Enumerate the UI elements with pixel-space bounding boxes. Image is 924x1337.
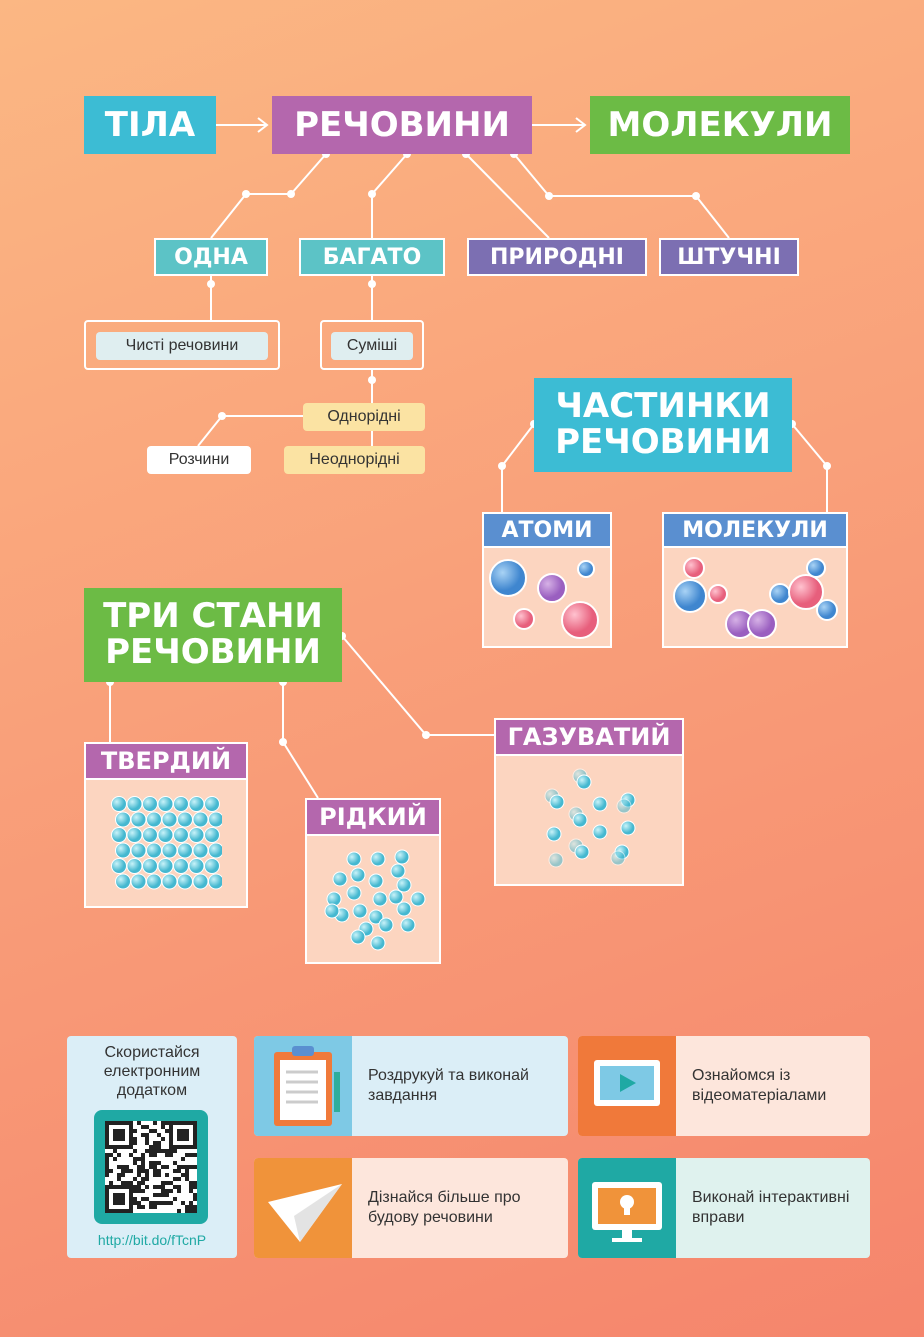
solid-title: ТВЕРДИЙ <box>84 742 248 780</box>
solid-particle <box>173 796 189 812</box>
card-learn-more[interactable]: Дізнайся більше про будову речовини <box>254 1158 568 1258</box>
qr-url[interactable]: http://bit.do/fTcnP <box>97 1232 207 1248</box>
solid-particle <box>115 873 131 890</box>
solid-particle <box>146 842 162 859</box>
solid-particle <box>115 811 131 828</box>
solid-particle <box>173 858 189 874</box>
solid-particle <box>157 827 174 843</box>
card-interactive[interactable]: Виконай інтерактивні вправи <box>578 1158 870 1258</box>
states-title: ТРИ СТАНИ РЕЧОВИНИ <box>84 588 342 682</box>
chip-rozchyny: Розчини <box>147 446 251 474</box>
solid-particle <box>142 858 158 874</box>
solid-particle <box>177 873 193 890</box>
particles-title: ЧАСТИНКИ РЕЧОВИНИ <box>534 378 792 472</box>
card-video-label: Ознайомся із відеоматеріалами <box>692 1067 827 1104</box>
solid-particle <box>130 842 147 859</box>
solid-particle <box>161 842 178 859</box>
solid-particle <box>142 827 158 843</box>
chip-chysti-rechovyny: Чисті речовини <box>96 332 268 360</box>
states-title-line2: РЕЧОВИНИ <box>105 632 321 672</box>
solid-particle <box>130 811 147 828</box>
solid-particle <box>157 796 174 812</box>
solid-particle <box>161 811 178 828</box>
frame-chysti <box>84 320 280 370</box>
solid-particle <box>208 873 222 890</box>
solid-particle <box>142 796 158 812</box>
molecules-title: МОЛЕКУЛИ <box>662 512 848 548</box>
lightbulb-screen-icon <box>578 1158 676 1258</box>
paper-plane-icon <box>254 1158 352 1258</box>
solid-particle <box>173 827 189 843</box>
card-print-task-label: Роздрукуй та виконай завдання <box>368 1067 529 1104</box>
card-video[interactable]: Ознайомся із відеоматеріалами <box>578 1036 870 1136</box>
solid-particle <box>192 873 209 890</box>
solid-particle <box>204 827 220 843</box>
chip-sumishi: Суміші <box>331 332 413 360</box>
solid-particle <box>126 858 143 874</box>
solid-particle <box>111 858 127 874</box>
liquid-title: РІДКИЙ <box>305 798 441 836</box>
gas-title: ГАЗУВАТИЙ <box>494 718 684 756</box>
node-molekuly-top: МОЛЕКУЛИ <box>590 96 850 154</box>
particles-title-line1: ЧАСТИНКИ <box>555 386 771 427</box>
solid-particle <box>188 796 205 812</box>
solid-particle <box>188 858 205 874</box>
solid-particle <box>126 827 143 843</box>
gas-illustration <box>544 768 636 868</box>
solid-particle <box>204 796 220 812</box>
solid-particle <box>115 842 131 859</box>
solid-particle <box>157 858 174 874</box>
node-tila: ТІЛА <box>84 96 216 154</box>
particles-title-line2: РЕЧОВИНИ <box>555 422 771 462</box>
clipboard-icon <box>254 1036 352 1136</box>
solid-particle <box>208 811 222 828</box>
solid-particle <box>146 873 162 890</box>
chip-odnoridni: Однорідні <box>303 403 425 431</box>
card-print-task[interactable]: Роздрукуй та виконай завдання <box>254 1036 568 1136</box>
liquid-illustration <box>324 849 426 951</box>
atoms-illustration <box>489 559 599 639</box>
node-odna: ОДНА <box>154 238 268 276</box>
atoms-title: АТОМИ <box>482 512 612 548</box>
solid-illustration <box>111 796 222 890</box>
molecules-illustration <box>673 557 838 639</box>
solid-particle <box>188 827 205 843</box>
video-icon <box>578 1036 676 1136</box>
solid-particle <box>146 811 162 828</box>
solid-particle <box>192 842 209 859</box>
node-pryrodni: ПРИРОДНІ <box>467 238 647 276</box>
solid-particle <box>130 873 147 890</box>
states-title-line1: ТРИ СТАНИ <box>103 596 323 637</box>
solid-particle <box>111 827 127 843</box>
node-bahato: БАГАТО <box>299 238 445 276</box>
solid-particle <box>192 811 209 828</box>
node-shtuchni: ШТУЧНІ <box>659 238 799 276</box>
solid-particle <box>126 796 143 812</box>
card-learn-more-label: Дізнайся більше про будову речовини <box>368 1189 521 1226</box>
qr-code[interactable] <box>94 1110 208 1224</box>
node-rechovyny: РЕЧОВИНИ <box>272 96 532 154</box>
solid-particle <box>204 858 220 874</box>
card-interactive-label: Виконай інтерактивні вправи <box>692 1189 850 1226</box>
solid-particle <box>161 873 178 890</box>
chip-neodnoridni: Неоднорідні <box>284 446 425 474</box>
solid-particle <box>208 842 222 859</box>
qr-text: Скористайся електронним додатком <box>103 1044 201 1099</box>
solid-particle <box>177 811 193 828</box>
qr-code-image <box>105 1121 197 1213</box>
solid-particle <box>177 842 193 859</box>
frame-sumishi <box>320 320 424 370</box>
solid-particle <box>111 796 127 812</box>
